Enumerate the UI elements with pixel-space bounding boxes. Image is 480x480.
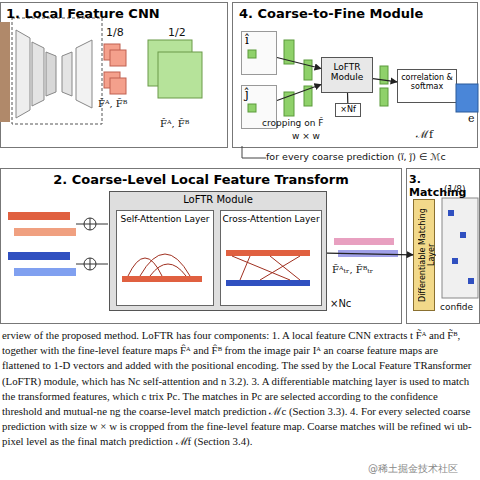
module-box: LoFTR ModuleSelf-Attention Layer Cross-At… [109, 191, 327, 311]
annotation-label: for every coarse prediction (ĩ, j̃) ∈ ℳc [266, 151, 446, 162]
tokens [8, 212, 108, 276]
annotation-label: w × w [292, 131, 320, 141]
annotation-label: ℳf [416, 126, 433, 141]
cnn-layers [16, 30, 92, 118]
node-text: ĵ [242, 86, 276, 102]
node-text: 2. Coarse-Level Local Feature Transform [1, 169, 401, 190]
repeat-box: ×Nf [335, 103, 361, 117]
connector-arrow [347, 93, 348, 103]
node-text: 3. Matching [407, 169, 479, 203]
annotation-label: 1/8 [106, 26, 124, 39]
node-text: 4. Coarse-to-Fine Module [233, 3, 477, 24]
node-text: î [242, 32, 276, 48]
process-box: correlation & softmax [397, 69, 457, 103]
connector-arrow [327, 253, 413, 255]
cnn-dashed-box [12, 18, 102, 124]
node-text: ×Nf [336, 104, 360, 116]
node-text: correlation & softmax [398, 70, 456, 94]
annotation-label: confide [440, 302, 473, 312]
annotation-label: F̂ᴬ, F̂ᴮ [160, 118, 189, 129]
annotation-label: e [468, 112, 475, 125]
coarse-feature-maps [104, 44, 126, 94]
panel-box: 3. MatchingDifferentiable Matching Layer [406, 168, 480, 324]
annotation-label: F̃ᴬ, F̃ᴮ [98, 98, 127, 109]
matching-layer-box: Differentiable Matching Layer [413, 199, 435, 311]
annotation-label: F̃ᴬₜᵣ, F̃ᴮₜᵣ [332, 264, 373, 275]
image-strip [0, 22, 10, 122]
panel-box: 1. Local Feature CNN [0, 2, 228, 148]
module-box: LoFTR Module [321, 57, 373, 93]
annotation-label: cropping on F̂ [262, 118, 323, 128]
crop-box: î [241, 31, 277, 75]
connector-arrow [277, 84, 321, 100]
output-map [456, 84, 478, 112]
fine-feature-maps [148, 40, 202, 98]
node-text: 1. Local Feature CNN [1, 3, 227, 24]
annotation-label: ×Nc [330, 298, 351, 309]
figure-caption: erview of the proposed method. LoFTR has… [2, 328, 478, 450]
node-text: Differentiable Matching Layer [414, 200, 440, 310]
node-text: Cross-Attention Layer [221, 211, 321, 227]
confidence-matrix [442, 198, 478, 298]
node-text: LoFTR Module [322, 58, 372, 86]
node-text: LoFTR Module [110, 192, 326, 207]
connector-arrow [277, 58, 321, 69]
connector-arrow [373, 79, 397, 82]
transformed-features [334, 238, 398, 257]
watermark: @稀土掘金技术社区 [368, 462, 458, 476]
node-text: Self-Attention Layer [117, 211, 213, 227]
layer-box: Self-Attention Layer [116, 210, 214, 306]
annotation-label: (1/8) [444, 184, 466, 194]
annotation-label: 1/2 [168, 26, 186, 39]
layer-box: Cross-Attention Layer [220, 210, 322, 306]
